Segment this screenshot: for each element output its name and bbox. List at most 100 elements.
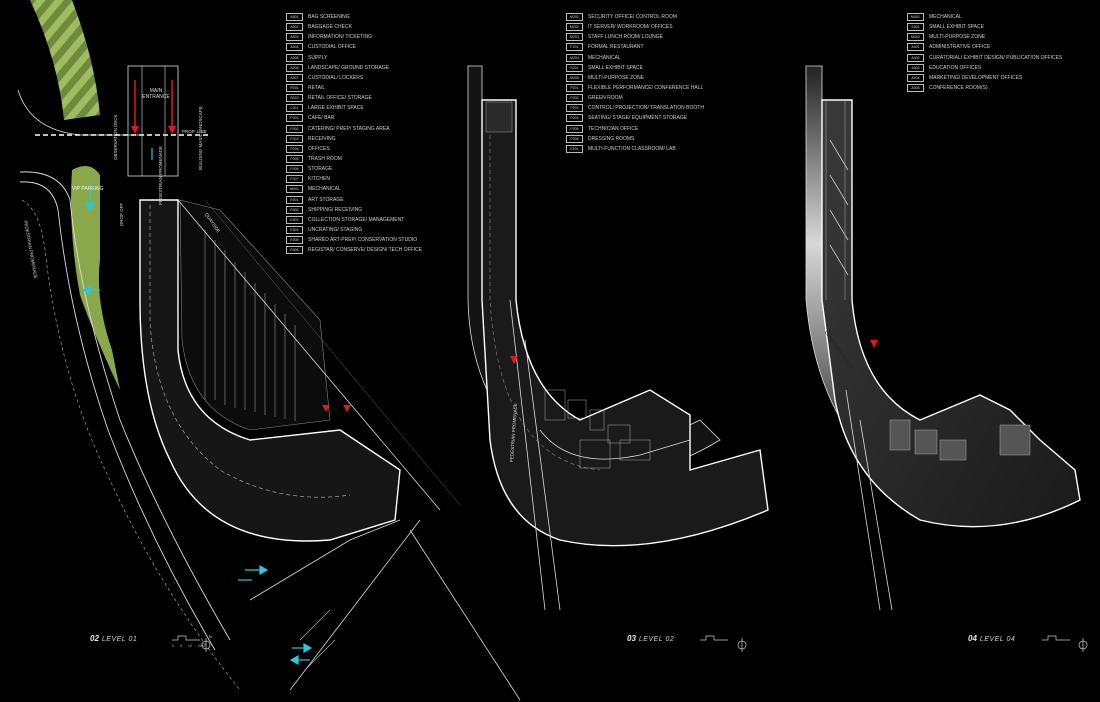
room-label: CURATORIAL/ EXHIBIT DESIGN/ PUBLICATION … <box>929 54 1063 61</box>
room-code: M202 <box>566 23 583 32</box>
vip-parking-area <box>71 166 120 390</box>
level04-wing <box>821 99 1081 528</box>
room-code: M204 <box>566 53 583 62</box>
room-code: A401 <box>907 43 924 52</box>
level-name: LEVEL 04 <box>979 636 1016 643</box>
room-code: F007 <box>286 175 303 184</box>
room-label: MULTI-PURPOSE ZONE <box>588 74 645 81</box>
legend-item: M204 MECHANICAL <box>566 53 704 63</box>
room-code: F005 <box>286 155 303 164</box>
room-label: RETAIL OFFICE/ STORAGE <box>308 95 372 102</box>
legend-item: A401 ADMINISTRATIVE OFFICE <box>907 42 1062 52</box>
scale-graphics <box>172 635 1088 652</box>
room-code: F003 <box>286 134 303 143</box>
room-label: BAG SCREENING <box>308 14 350 20</box>
room-label: LANDSCAPE/ GROUND STORAGE <box>308 64 390 71</box>
legend-item: P205 TECHNICIAN OFFICE <box>566 124 704 134</box>
room-label: TECHNICIAN OFFICE <box>588 125 639 132</box>
room-label: MECHANICAL <box>588 54 621 61</box>
room-label: SMALL EXHIBIT SPACE <box>588 64 643 71</box>
room-code: P203 <box>566 104 583 113</box>
level-02-plan <box>467 65 769 611</box>
plan-label-main-entrance: MAIN ENTRANCE <box>142 88 170 100</box>
room-code: F201 <box>566 43 583 52</box>
room-label: SEATING/ STAGE/ EQUIPMENT STORAGE <box>588 115 688 122</box>
level-number: 04 <box>968 634 977 643</box>
room-label: OFFICES <box>308 145 330 152</box>
room-label: CUSTODIAL OFFICE <box>308 44 357 51</box>
legend-item: P204 SEATING/ STAGE/ EQUIPMENT STORAGE <box>566 113 704 123</box>
main-wing <box>481 99 769 547</box>
room-label: ADMINISTRATIVE OFFICE <box>929 44 991 51</box>
level-01-plan <box>17 0 521 701</box>
room-code: F001 <box>286 114 303 123</box>
room-code: M401 <box>907 13 924 22</box>
room-label: STORAGE <box>308 166 333 173</box>
legend-item: A005 SUPPLY <box>286 53 422 63</box>
room-code: M203 <box>566 33 583 42</box>
room-code: M201 <box>566 13 583 22</box>
north-label: N <box>209 634 212 639</box>
room-code: A405 <box>907 84 924 93</box>
room-code: A004 <box>286 43 303 52</box>
room-code: P204 <box>566 114 583 123</box>
legend-item: A004 CUSTODIAL OFFICE <box>286 42 422 52</box>
room-code: E201 <box>566 144 583 153</box>
room-code: E005 <box>286 236 303 245</box>
scale-tick: 20M <box>197 644 205 648</box>
room-code: E003 <box>286 215 303 224</box>
room-label: GREEN ROOM <box>588 95 623 102</box>
room-code: R002 <box>286 94 303 103</box>
legend-item: R002 RETAIL OFFICE/ STORAGE <box>286 93 422 103</box>
room-label: INFORMATION/ TICKETING <box>308 34 372 41</box>
room-code: A005 <box>286 53 303 62</box>
room-label: SUPPLY <box>308 54 328 61</box>
room-label: LARGE EXHIBIT SPACE <box>308 105 364 112</box>
room-label: CONTROL/ PROJECTION/ TRANSLATION BOOTH <box>588 105 704 112</box>
room-code: L001 <box>286 104 303 113</box>
level-number: 03 <box>627 634 636 643</box>
building-outline <box>139 199 401 542</box>
legend-item: L001 LARGE EXHIBIT SPACE <box>286 103 422 113</box>
plan-label-vip-parking: VIP PARKING <box>72 186 104 192</box>
room-code: A003 <box>286 33 303 42</box>
level-title-02: 03 LEVEL 02 <box>627 634 674 643</box>
room-label: CONFERENCE ROOM(S) <box>929 84 988 91</box>
room-label: RECEIVING <box>308 135 336 142</box>
plan-label-pedestrian-promenade: PEDESTRIAN PROMENADE <box>158 145 163 205</box>
room-label: FLEXIBLE PERFORMANCE/ CONFERENCE HALL <box>588 84 704 91</box>
room-label: MECHANICAL <box>308 186 341 193</box>
scale-ticks: 0 5 10 20M <box>172 644 205 648</box>
room-label: CUSTODIAL/ LOCKERS <box>308 74 364 81</box>
level-name: LEVEL 02 <box>638 636 675 643</box>
room-label: MULTI-PURPOSE ZONE <box>929 34 986 41</box>
room-code: P205 <box>566 124 583 133</box>
room-code: E006 <box>286 246 303 255</box>
room-label: CAFE/ BAR <box>308 115 335 122</box>
level-04-plan <box>805 65 1081 611</box>
room-label: SMALL EXHIBIT SPACE <box>929 24 984 31</box>
landscape-strip <box>30 0 100 120</box>
